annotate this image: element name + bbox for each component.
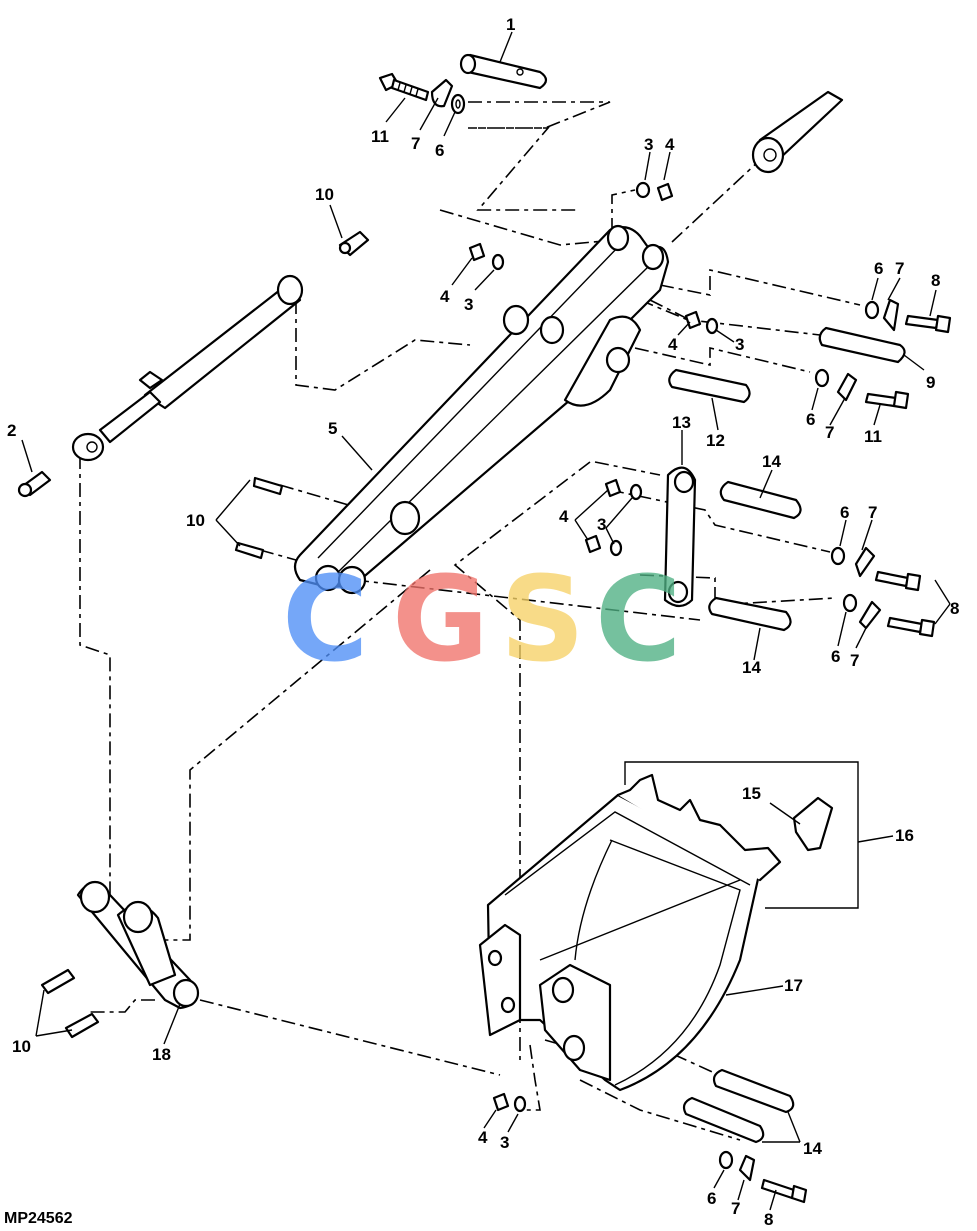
watermark: C G S C	[282, 550, 682, 688]
pin-9	[818, 326, 906, 364]
callout-6-mid-a: 6	[840, 503, 849, 522]
grease-fitting-10-mid	[234, 476, 284, 560]
callouts: 1 11 7 6 3 4 10 4 3 6 7 8 4 3 9 6 7 11 1…	[7, 15, 959, 1229]
bucket-17	[478, 773, 782, 1092]
callout-7-right-a: 7	[895, 259, 904, 278]
washer-6-right-a	[864, 300, 880, 320]
callout-15: 15	[742, 784, 761, 803]
callout-6-bottom: 6	[707, 1189, 716, 1208]
callout-9: 9	[926, 373, 935, 392]
callout-17: 17	[784, 976, 803, 995]
washer-6-bottom	[718, 1150, 734, 1170]
callout-16: 16	[895, 826, 914, 845]
nut-washer-set-top	[468, 181, 719, 335]
callout-10-bottom: 10	[12, 1037, 31, 1056]
callout-14-upper: 14	[762, 452, 781, 471]
callout-6-right-a: 6	[874, 259, 883, 278]
link-18	[76, 880, 200, 1010]
boom-tube	[751, 90, 844, 174]
leader-lines	[21, 31, 951, 1211]
bolt-11-right	[864, 390, 910, 410]
tooth-15	[792, 796, 834, 852]
callout-5: 5	[328, 419, 337, 438]
watermark-letter-g: G	[392, 550, 489, 688]
grease-fitting-10-top	[338, 230, 370, 257]
callout-3-mid: 3	[597, 515, 606, 534]
callout-12: 12	[706, 431, 725, 450]
bolt-11-top	[378, 72, 430, 102]
callout-2: 2	[7, 421, 16, 440]
callout-6-right-b: 6	[806, 410, 815, 429]
bolt-8-mid-b	[886, 616, 936, 638]
callout-14-bucket: 14	[803, 1139, 822, 1158]
pin-14-bucket-a	[712, 1068, 795, 1114]
callout-1: 1	[506, 15, 515, 34]
pin-14-bucket-b	[682, 1096, 765, 1144]
callout-6-top: 6	[435, 141, 444, 160]
callout-4-right: 4	[668, 335, 678, 354]
callout-14-lower: 14	[742, 658, 761, 677]
callout-7-mid-b: 7	[850, 651, 859, 670]
watermark-letter-s: S	[500, 550, 585, 688]
pin-14-upper	[719, 480, 802, 520]
callout-4-left: 4	[440, 287, 450, 306]
callout-8-right-a: 8	[931, 271, 940, 290]
grease-fitting-2	[17, 470, 52, 498]
watermark-letter-c1: C	[282, 550, 369, 688]
callout-10-top: 10	[315, 185, 334, 204]
pin-1	[459, 53, 548, 90]
pin-14-lower	[708, 596, 792, 632]
callout-4-bottom: 4	[478, 1128, 488, 1147]
callout-13: 13	[672, 413, 691, 432]
callout-3-right: 3	[735, 335, 744, 354]
retainer-7-mid-b	[858, 600, 882, 630]
link-13	[663, 466, 697, 608]
callout-8-bottom: 8	[764, 1210, 773, 1229]
callout-7-right-b: 7	[825, 423, 834, 442]
washer-6-mid-b	[842, 593, 858, 613]
bolt-8-mid-a	[874, 570, 922, 592]
callout-7-mid-a: 7	[868, 503, 877, 522]
watermark-letter-c2: C	[595, 550, 682, 688]
assembly-dashed-lines	[79, 101, 861, 1141]
bolt-8-right-a	[904, 314, 952, 334]
retainer-7-bottom	[738, 1154, 756, 1182]
callout-4-mid: 4	[559, 507, 569, 526]
callout-8-mid: 8	[950, 599, 959, 618]
callout-3-bottom: 3	[500, 1133, 509, 1152]
washer-6-top	[450, 93, 466, 115]
nut-washer-set-mid	[584, 478, 643, 557]
washer-6-mid-a	[830, 546, 846, 566]
dipper-stick-5	[293, 224, 670, 595]
callout-3-top: 3	[644, 135, 653, 154]
callout-3-left: 3	[464, 295, 473, 314]
washer-6-right-b	[814, 368, 830, 388]
pin-12	[668, 368, 751, 404]
callout-11-right: 11	[864, 427, 882, 446]
callout-6-mid-b: 6	[831, 647, 840, 666]
callout-7-bottom: 7	[731, 1199, 740, 1218]
callout-18: 18	[152, 1045, 171, 1064]
callout-10-mid: 10	[186, 511, 205, 530]
nut-washer-set-bottom	[492, 1092, 527, 1113]
retainer-7-mid-a	[854, 546, 876, 578]
retainer-7-right-b	[836, 372, 858, 402]
grease-fitting-10-bottom	[40, 968, 100, 1039]
teeth-kit-box-16	[624, 761, 859, 909]
callout-4-top: 4	[665, 135, 675, 154]
callout-7-top: 7	[411, 134, 420, 153]
bolt-8-bottom	[760, 1178, 808, 1204]
callout-11-top: 11	[371, 127, 389, 146]
figure-id: MP24562	[4, 1210, 73, 1227]
hydraulic-cylinder	[71, 274, 304, 462]
retainer-7-right-a	[882, 298, 900, 332]
